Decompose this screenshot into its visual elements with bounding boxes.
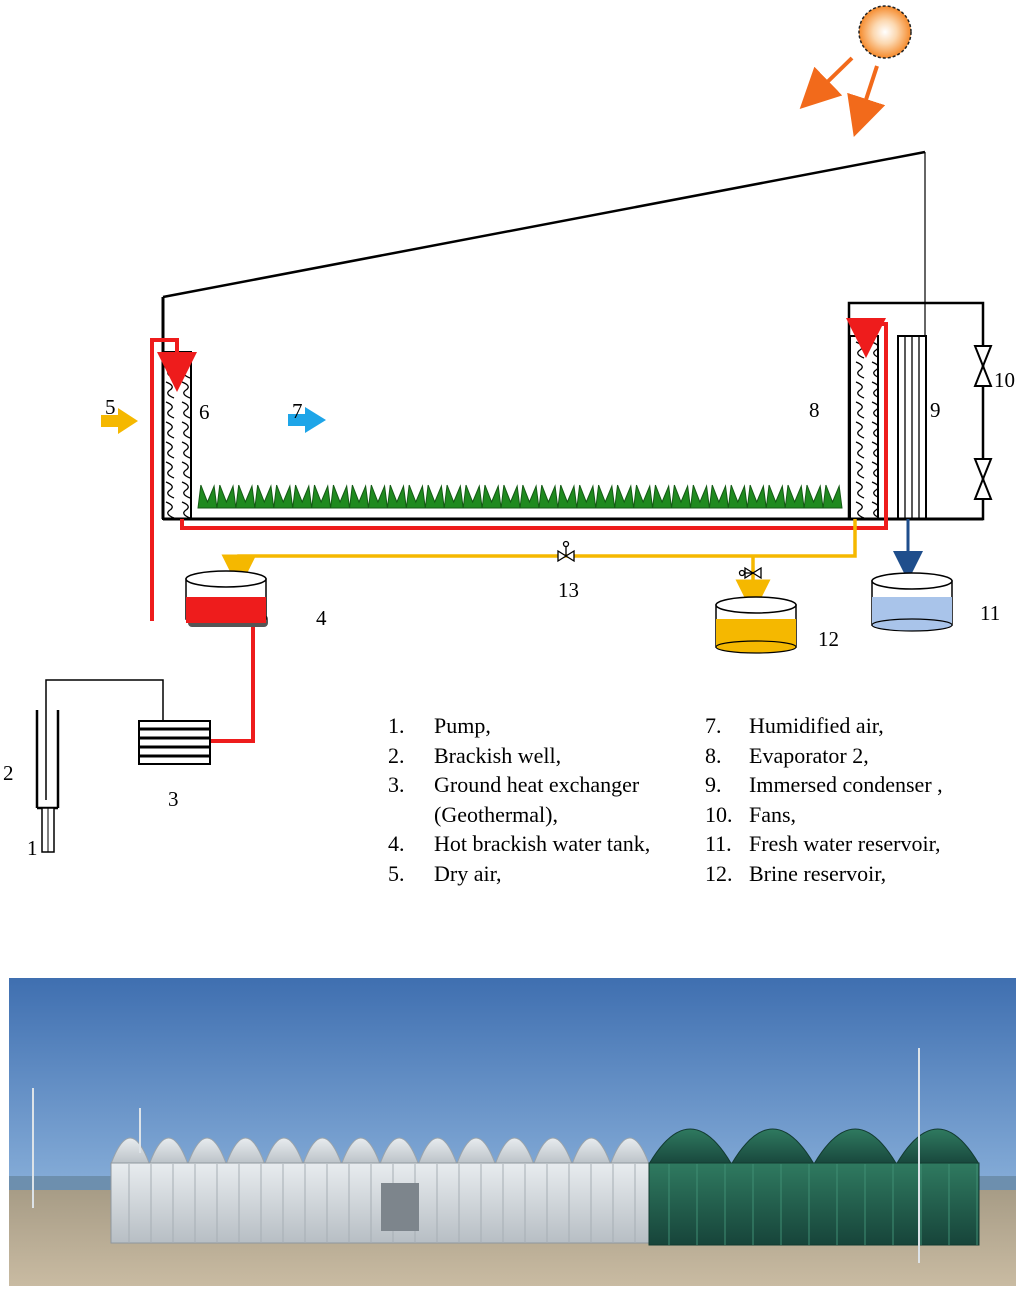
- evaporator-2: [849, 335, 879, 520]
- legend-item: 5. Dry air,: [388, 859, 650, 889]
- legend-item-number: 11.: [705, 831, 732, 856]
- label-4: 4: [316, 606, 327, 630]
- legend-item-number: 5.: [388, 860, 405, 886]
- label-5: 5: [105, 395, 116, 419]
- legend-item-text: Fans,: [749, 801, 797, 827]
- legend-item: 1. Pump,: [388, 711, 650, 741]
- label-13: 13: [558, 578, 579, 602]
- legend-item: 10. Fans,: [705, 800, 943, 830]
- legend-item-text: Ground heat exchanger: [434, 772, 640, 797]
- hot-brackish-water-tank: [185, 570, 268, 627]
- valve-icon: [557, 540, 762, 580]
- label-1: 1: [27, 836, 38, 860]
- label-7: 7: [292, 399, 303, 423]
- label-6: 6: [199, 400, 210, 424]
- brine-line: [221, 519, 857, 615]
- label-12: 12: [818, 627, 839, 651]
- label-8: 8: [809, 398, 820, 422]
- sun-icon: [858, 5, 912, 59]
- dry-air-arrow: [101, 408, 138, 434]
- sun-rays: [799, 56, 886, 138]
- plants-row: [197, 484, 843, 509]
- legend-item-number: 3.: [388, 772, 405, 797]
- legend-item-number: 1.: [388, 713, 405, 738]
- legend-item-number: 4.: [388, 831, 405, 856]
- legend-item-text: Pump,: [434, 713, 491, 738]
- legend-item: 2. Brackish well,: [388, 741, 650, 771]
- legend-item: 3. Ground heat exchanger: [388, 770, 650, 800]
- legend-item: 12. Brine reservoir,: [705, 859, 943, 889]
- label-2: 2: [3, 761, 14, 785]
- legend-item-text: Dry air,: [434, 860, 502, 886]
- legend-item-text: Hot brackish water tank,: [434, 831, 651, 856]
- pump: [41, 807, 55, 853]
- legend-item: 4. Hot brackish water tank,: [388, 829, 650, 859]
- label-3: 3: [168, 787, 179, 811]
- legend-item-number: 9.: [705, 772, 722, 797]
- brine-reservoir: [715, 596, 797, 654]
- label-9: 9: [930, 398, 941, 422]
- legend-item: 8. Evaporator 2,: [705, 741, 943, 771]
- legend-item-number: 12.: [705, 860, 733, 886]
- legend-item-text: Immersed condenser ,: [749, 772, 943, 797]
- legend-item-number: 10.: [705, 801, 733, 827]
- immersed-condenser: [897, 335, 927, 520]
- legend-item-text: Brine reservoir,: [749, 860, 887, 886]
- legend-item-number: [388, 800, 434, 830]
- label-10: 10: [994, 368, 1015, 392]
- legend-item-number: 8.: [705, 742, 722, 768]
- legend-item: 11. Fresh water reservoir,: [705, 829, 943, 859]
- greenhouse-photo: [9, 978, 1016, 1286]
- evaporator-1: [162, 351, 192, 520]
- legend-item: 9. Immersed condenser ,: [705, 770, 943, 800]
- legend-item: (Geothermal),: [388, 800, 650, 830]
- legend-right-column: 7. Humidified air, 8. Evaporator 2, 9. Immers…: [705, 711, 943, 888]
- legend-item-text: Brackish well,: [434, 742, 562, 768]
- poles: [32, 1048, 920, 1263]
- label-11: 11: [980, 601, 1000, 625]
- legend-item-text: (Geothermal),: [434, 801, 558, 827]
- legend-item-number: 7.: [705, 713, 722, 738]
- legend-item: 7. Humidified air,: [705, 711, 943, 741]
- shade-net-greenhouse: [648, 1128, 980, 1246]
- legend-item-number: 2.: [388, 742, 405, 768]
- desalination-greenhouse-diagram: 1 2 3 4 5 6 7 8 9 10 11 12 13: [3, 5, 1015, 860]
- ground-heat-exchanger: [138, 720, 211, 765]
- hot-brackish-water-line: [150, 318, 888, 743]
- fans: [973, 345, 993, 500]
- legend-item-text: Fresh water reservoir,: [749, 831, 941, 856]
- brackish-well: [35, 679, 164, 810]
- fresh-water-reservoir: [871, 572, 953, 632]
- humidified-air-arrow: [288, 407, 326, 433]
- plastic-greenhouse: [110, 1137, 650, 1244]
- legend-left-column: 1. Pump, 2. Brackish well, 3. Ground heat exc…: [388, 711, 650, 888]
- legend-item-text: Humidified air,: [749, 713, 884, 738]
- legend-item-text: Evaporator 2,: [749, 742, 869, 768]
